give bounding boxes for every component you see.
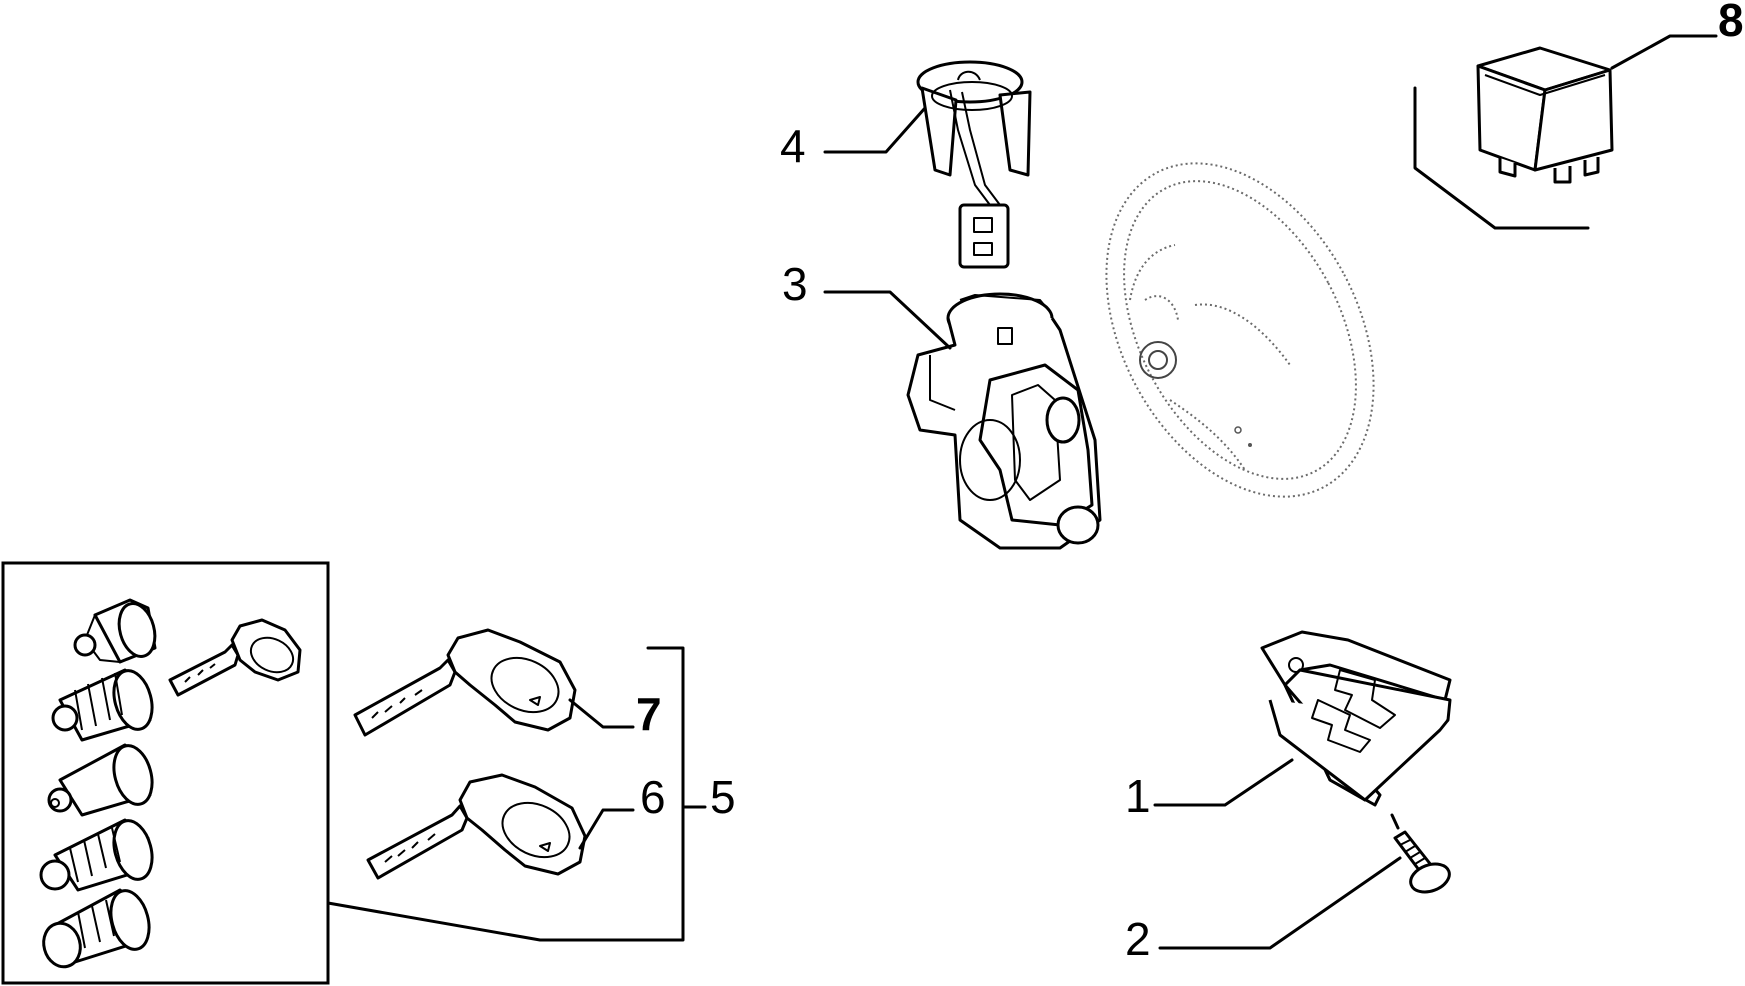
leader-8 (1610, 34, 1718, 70)
bracket-5 (326, 646, 685, 942)
relay-bracket-line (1413, 86, 1590, 230)
leader-3 (823, 290, 952, 350)
callout-1: 1 (1125, 770, 1151, 822)
lock-cylinder-2 (51, 668, 154, 742)
leader-2 (1158, 856, 1402, 950)
key-part-6 (366, 773, 587, 880)
lock-cylinder-4 (39, 818, 154, 892)
lock-cylinder-1 (73, 598, 157, 664)
screw-part-2 (1390, 813, 1451, 894)
ignition-switch-part-3 (906, 292, 1102, 550)
lock-cylinder-5 (42, 888, 151, 969)
steering-wheel (1105, 162, 1375, 498)
control-unit-part-1 (1260, 630, 1452, 807)
callout-4: 4 (780, 120, 806, 172)
callout-8: 8 (1718, 0, 1744, 46)
relay-part-8 (1476, 46, 1614, 184)
lock-cylinder-3 (47, 743, 154, 817)
leader-1 (1153, 758, 1294, 807)
leader-6 (578, 808, 635, 850)
lock-kit-box-part-5 (1, 561, 330, 985)
callout-5: 5 (710, 771, 736, 823)
key-part-7 (353, 628, 577, 737)
callout-7: 7 (636, 688, 662, 740)
kit-key (168, 618, 302, 697)
leader-7 (568, 698, 635, 729)
callout-3: 3 (782, 258, 808, 310)
callout-2: 2 (1125, 913, 1151, 965)
leader-4 (823, 106, 927, 154)
lamp-holder-part-4 (916, 60, 1032, 269)
callout-6: 6 (640, 771, 666, 823)
